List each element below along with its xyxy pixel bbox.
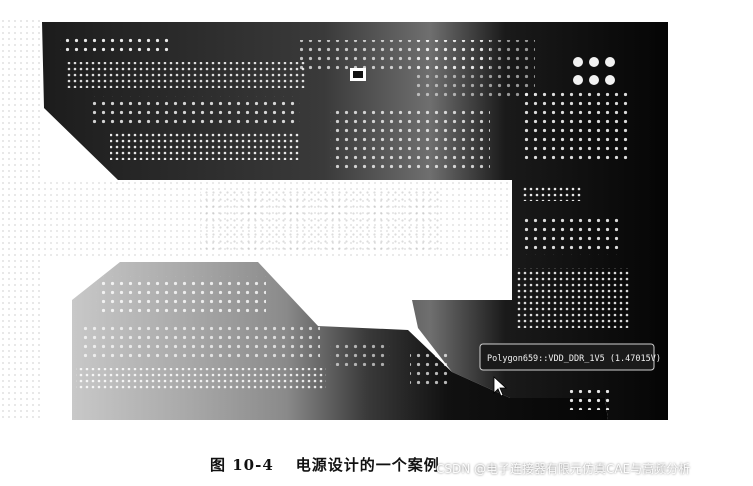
bottom-plane-vias [76, 276, 390, 390]
watermark: CSDN @电子连接器有限元仿真CAE与高频分析 [436, 462, 691, 476]
net-tooltip: Polygon659::VDD_DDR_1V5 (1.47015V) [479, 343, 661, 371]
figure-number: 图 10-4 [210, 456, 274, 474]
figure-caption: 图 10-4 电源设计的一个案例 [210, 454, 440, 475]
tooltip-text: Polygon659::VDD_DDR_1V5 (1.47015V) [487, 354, 661, 364]
top-plane-vias [60, 36, 630, 410]
pcb-power-plane-figure: Polygon659::VDD_DDR_1V5 (1.47015V) [0, 20, 668, 420]
figure-title: 电源设计的一个案例 [295, 456, 440, 474]
ic-footprint [350, 68, 366, 81]
arrow-cursor-icon [493, 376, 508, 397]
figure-caption-row: 图 10-4 电源设计的一个案例 CSDN @电子连接器有限元仿真CAE与高频分析 [0, 446, 753, 482]
mounting-holes [573, 57, 615, 85]
background-via-field [0, 20, 514, 420]
